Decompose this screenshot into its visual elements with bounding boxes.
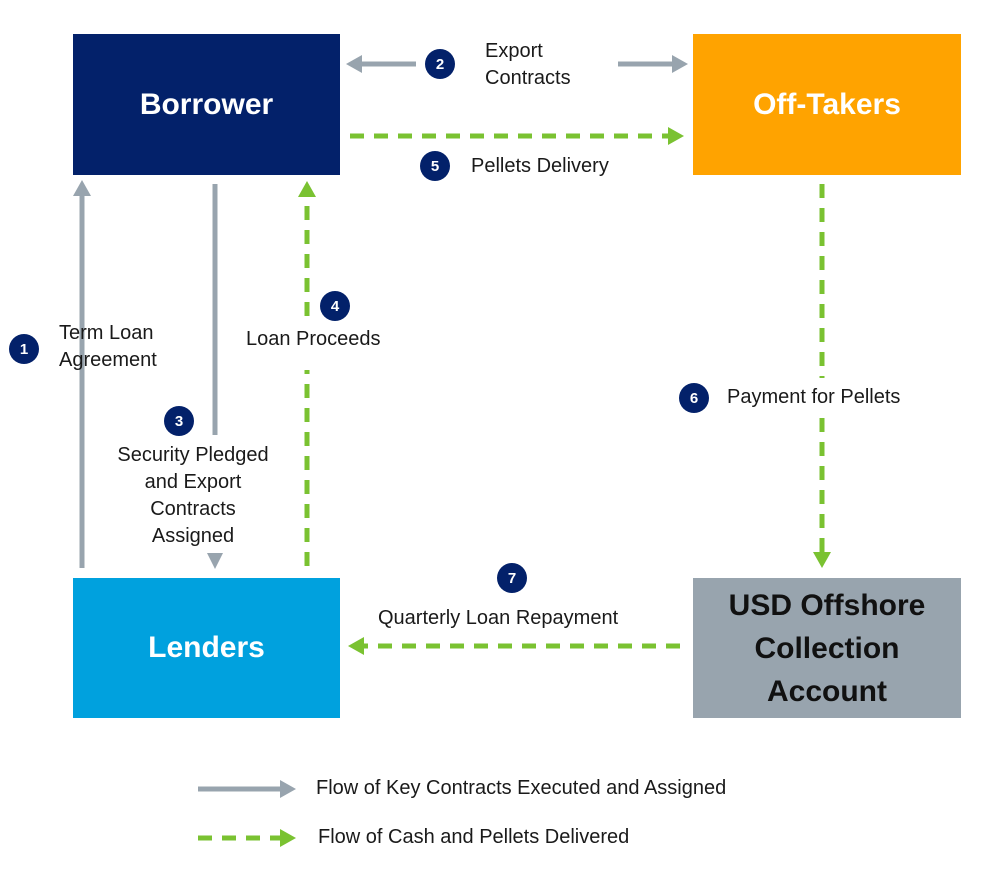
borrower-box: Borrower (73, 34, 340, 175)
arrow-step-4 (298, 181, 316, 566)
step-label-7: Quarterly Loan Repayment (378, 605, 618, 632)
step-label-6: Payment for Pellets (727, 384, 900, 411)
step-label-line: Pellets Delivery (471, 155, 609, 177)
legend-cash-arrow (198, 829, 296, 847)
step-label-line: Contracts (150, 498, 236, 520)
step-label-4: Loan Proceeds (246, 326, 381, 353)
lenders-box: Lenders (73, 578, 340, 718)
legend-contracts-label: Flow of Key Contracts Executed and Assig… (316, 777, 727, 799)
step-label-5: Pellets Delivery (471, 153, 609, 180)
arrow-step-6 (813, 184, 831, 568)
step-badge-5: 5 (420, 151, 450, 181)
lenders-label: Lenders (148, 631, 265, 664)
arrow-step-1 (73, 180, 91, 568)
step-badge-1: 1 (9, 334, 39, 364)
step-badge-7: 7 (497, 563, 527, 593)
usd-account-label-line: USD Offshore (728, 588, 926, 622)
arrow-step-2 (346, 55, 688, 73)
step-label-line: Quarterly Loan Repayment (378, 607, 619, 629)
step-label-line: Payment for Pellets (727, 386, 901, 408)
arrow-head-up (298, 181, 316, 197)
legend-contract-arrow (198, 780, 296, 798)
arrow-head-up (73, 180, 91, 196)
step-label-line: and Export (144, 471, 242, 493)
step-badge-2: 2 (425, 49, 455, 79)
step-label-1: Term Loan Agreement (59, 320, 157, 374)
borrower-label: Borrower (139, 87, 274, 121)
arrow-head-right (668, 127, 684, 145)
step-label-line: Security Pledged (117, 444, 269, 466)
step-label-line: Export (485, 40, 543, 62)
legend-arrow-head (280, 829, 296, 847)
arrow-step-7 (348, 637, 680, 655)
step-label-line: Loan Proceeds (246, 328, 381, 350)
arrow-head-down (207, 553, 223, 569)
usd-account-label-line: Collection (754, 631, 900, 665)
step-label-line: Assigned (151, 525, 235, 547)
step-label-line: Term Loan (59, 322, 154, 344)
usd-account-label-line: Account (767, 674, 887, 708)
step-label-2: Export Contracts (485, 38, 571, 92)
step-badge-3: 3 (164, 406, 194, 436)
legend-cash-label: Flow of Cash and Pellets Delivered (318, 826, 630, 848)
step-label-line: Agreement (59, 349, 157, 371)
arrow-step-3 (207, 184, 223, 569)
step-badge-6: 6 (679, 383, 709, 413)
arrow-step-5 (350, 127, 684, 145)
step-label-line: Contracts (485, 67, 571, 89)
step-badge-4: 4 (320, 291, 350, 321)
arrow-head-left (348, 637, 364, 655)
usd-account-box: USD Offshore Collection Account (693, 578, 961, 718)
arrow-head-down (813, 552, 831, 568)
offtakers-box: Off-Takers (693, 34, 961, 175)
step-label-3: Security Pledged and Export Contracts As… (102, 442, 284, 550)
offtakers-label: Off-Takers (753, 87, 901, 121)
arrow-head-right (672, 55, 688, 73)
legend-arrow-head (280, 780, 296, 798)
arrow-head-left (346, 55, 362, 73)
